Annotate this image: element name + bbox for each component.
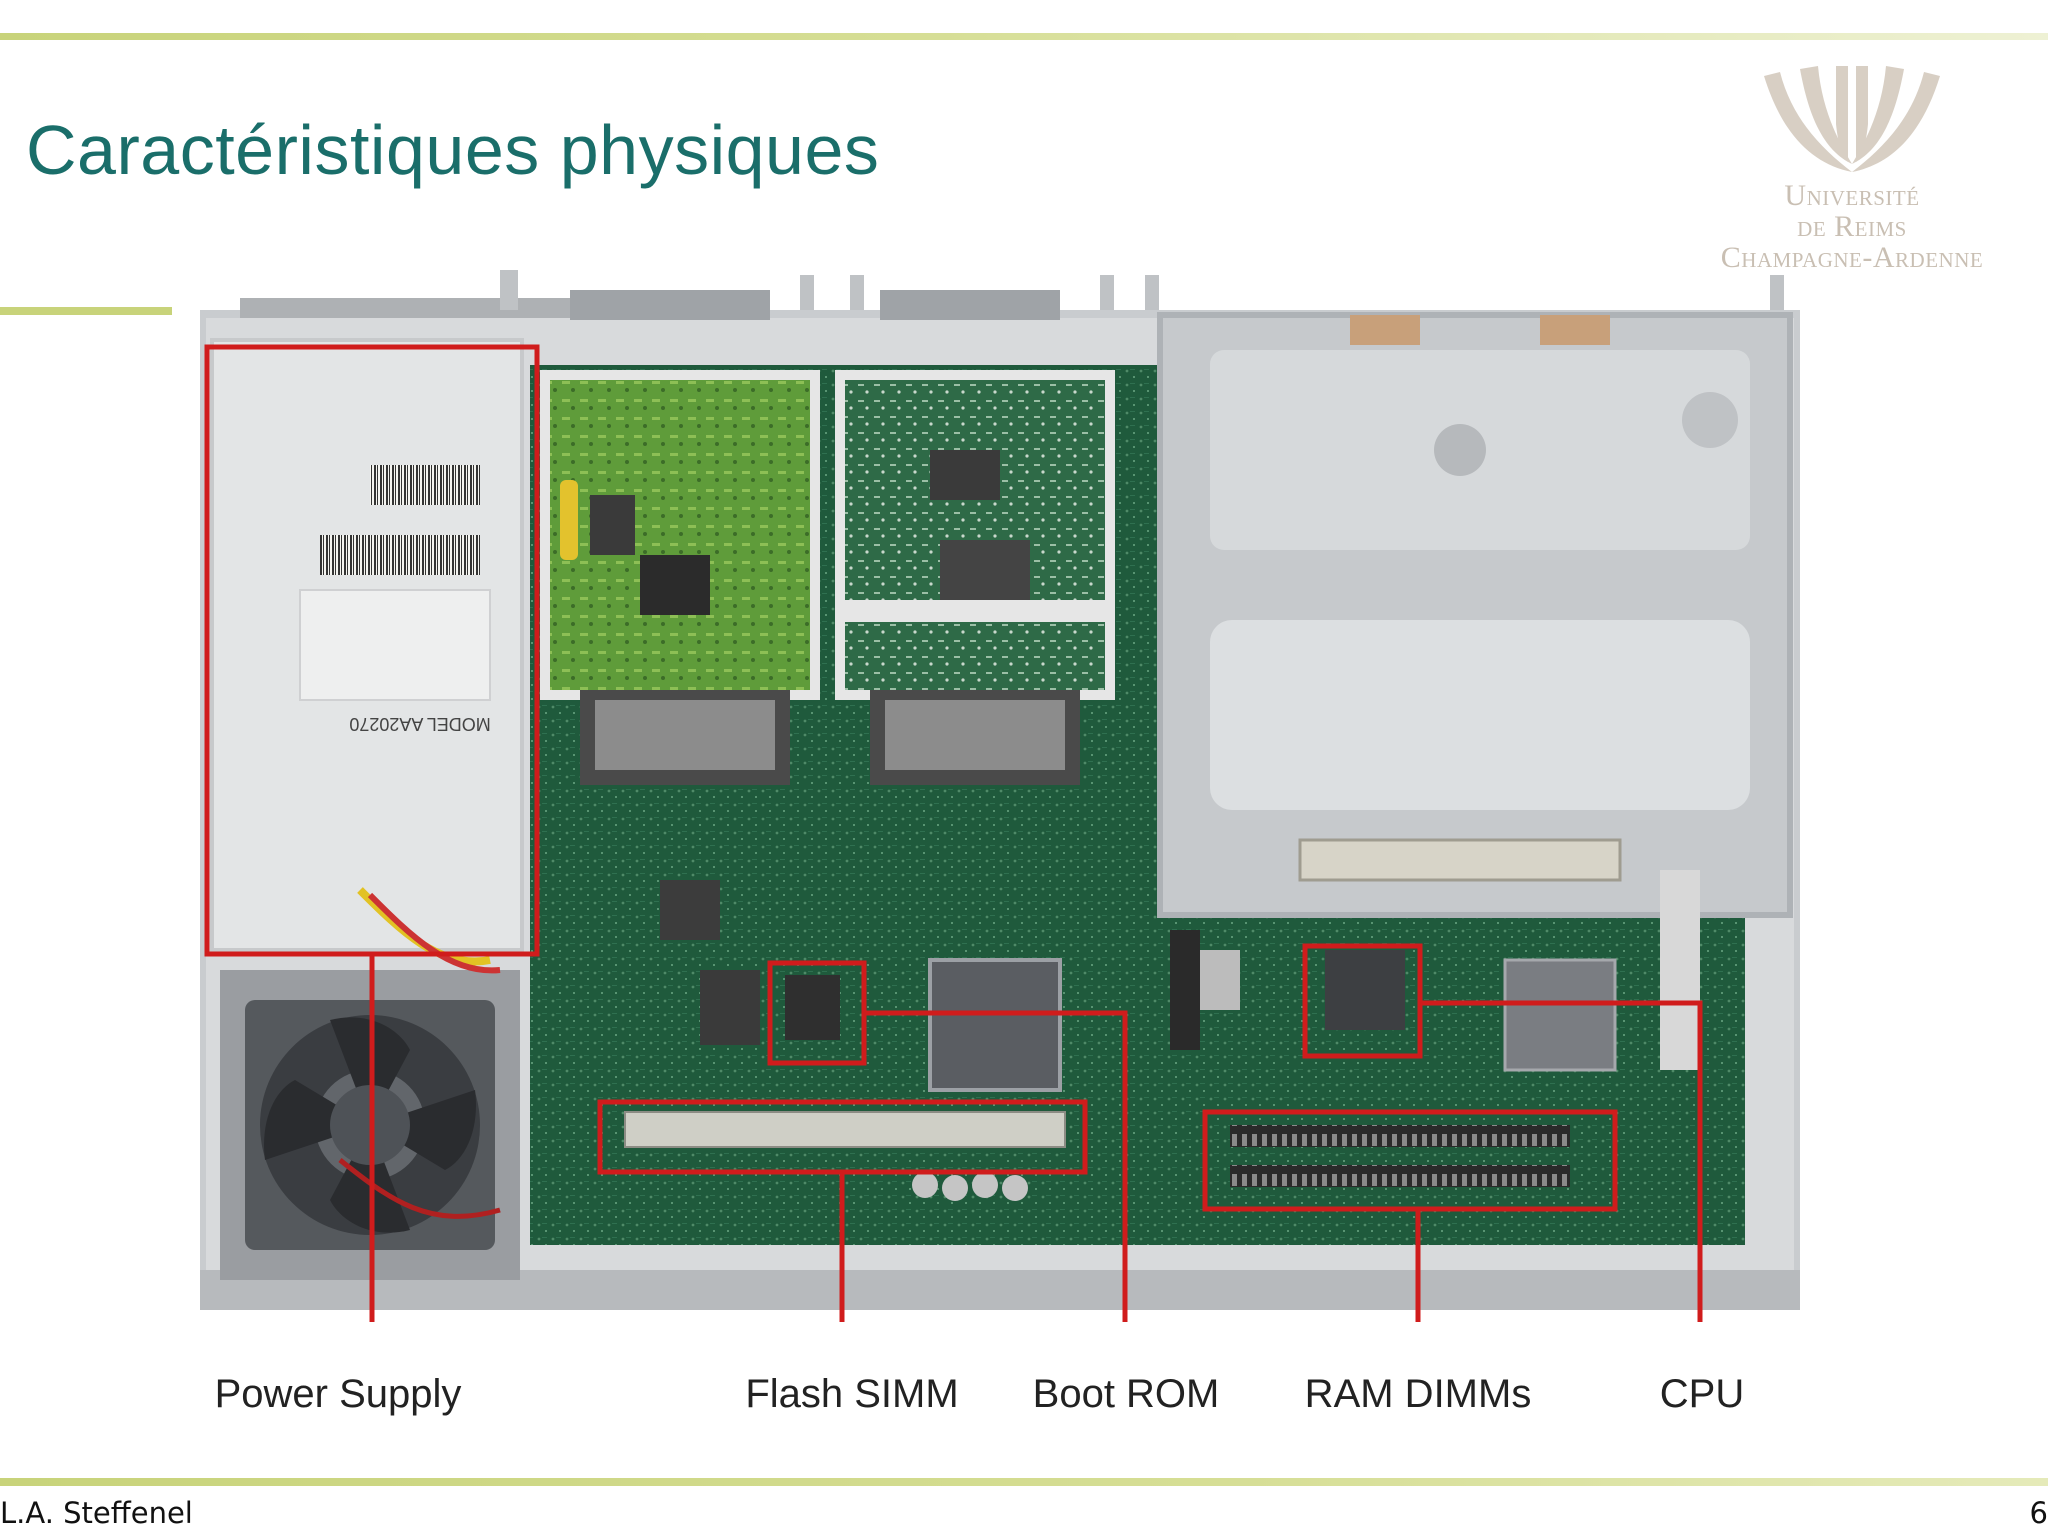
logo-line-2: de Reims [1797,210,1907,243]
boot-rom-leader-line [864,1010,1128,1322]
logo-emblem-icon [1764,66,1940,172]
callout-boot-rom: Boot ROM [1032,1372,1220,1416]
footer-author: L.A. Steffenel [0,1496,193,1530]
slide-title: Caractéristiques physiques [26,111,880,189]
title-underline-rule [0,307,172,315]
footer-rule [0,1478,2048,1486]
cpu-leader-line [1420,1000,1703,1322]
logo-line-1: Université [1784,179,1920,212]
callout-cpu: CPU [1659,1372,1745,1416]
callout-ram-dimms: RAM DIMMs [1304,1372,1532,1416]
callout-power-supply: Power Supply [214,1372,462,1416]
power-supply-model-label: MODEL AA20270 [349,714,490,734]
callout-flash-simm: Flash SIMM [745,1372,959,1416]
logo-line-3: Champagne-Ardenne [1720,241,1984,274]
university-logo: Université de Reims Champagne-Ardenne [1672,64,2032,282]
top-rule [0,33,2048,40]
router-internals-photo: MODEL AA20270 [200,270,1810,1322]
ram-dimms-callout-box [1202,1109,1618,1212]
page-number: 6 [2029,1496,2048,1530]
router-illustration: MODEL AA20270 [200,270,1800,1322]
